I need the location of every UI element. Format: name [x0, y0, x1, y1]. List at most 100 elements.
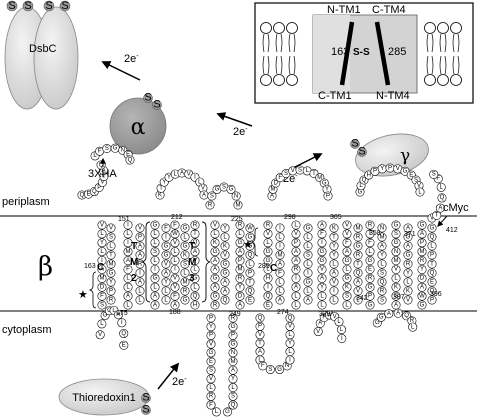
residue-letter: P — [238, 258, 242, 264]
residue-letter: Q — [223, 297, 228, 303]
dsbc-sulfur-3-label: S — [45, 0, 52, 12]
residue-letter: A — [101, 168, 105, 174]
residue-letter: G — [345, 276, 350, 282]
residue-letter: T — [258, 341, 262, 347]
residue — [417, 229, 427, 239]
star-tm1: ★ — [78, 289, 88, 301]
residue-letter: N — [121, 148, 125, 154]
residue-letter: A — [238, 249, 242, 255]
residue — [180, 277, 190, 287]
residue-letter: A — [278, 261, 282, 267]
residue-letter: T — [312, 171, 316, 177]
star-tm4: ★ — [243, 239, 253, 251]
residue-letter: G — [238, 240, 243, 246]
residue-letter: R — [266, 222, 271, 228]
residue — [117, 318, 127, 328]
residue — [150, 282, 160, 292]
inset-tm1-helix — [339, 21, 355, 86]
residue-letter: L — [193, 285, 197, 291]
residue — [437, 193, 447, 203]
tm2-brace — [141, 221, 151, 303]
residue-letter: F — [173, 222, 177, 228]
lipid-head — [273, 74, 285, 86]
residue-letter: V — [173, 285, 177, 291]
residue — [391, 291, 401, 301]
lipid-head — [260, 74, 272, 86]
residue — [106, 277, 116, 287]
inset-n-tm4: N-TM4 — [376, 90, 410, 102]
residue-letter: G — [213, 276, 218, 282]
residue-letter: P — [209, 333, 213, 339]
residue — [303, 223, 313, 233]
residue-letter: L — [340, 327, 344, 333]
residue — [106, 241, 116, 251]
residue-letter: V — [332, 279, 336, 285]
residue — [365, 291, 375, 301]
residue — [417, 256, 427, 266]
alpha-sulfur-2-label: S — [153, 99, 160, 111]
residue — [317, 220, 327, 230]
residue — [427, 286, 437, 296]
residue — [220, 295, 230, 305]
dsbc-sulfur-1 — [6, 0, 18, 12]
residue-letter: V — [213, 222, 217, 228]
residue — [206, 391, 216, 401]
gamma-label: γ — [400, 146, 410, 166]
residue-letter: M — [270, 187, 275, 193]
residue — [353, 295, 363, 305]
dsbc-sulfur-1-label: S — [8, 0, 15, 12]
residue — [135, 223, 145, 233]
svg-text:3: 3 — [189, 273, 195, 284]
residue — [263, 273, 273, 283]
residue-letter: P — [258, 324, 262, 330]
residue — [342, 229, 352, 239]
residue — [228, 391, 238, 401]
residue — [123, 238, 133, 248]
residue — [228, 383, 238, 393]
residue-letter: N — [394, 249, 398, 255]
residue-letter: L — [138, 297, 142, 303]
residue-letter: G — [406, 234, 411, 240]
residue-letter: A — [173, 302, 177, 308]
residue-letter: M — [100, 276, 105, 282]
dsbc-sulfur-4-label: S — [61, 0, 68, 12]
residue-letter: L — [306, 168, 310, 174]
residue-letter: G — [229, 187, 234, 193]
residue-letter: I — [101, 258, 103, 264]
residue-letter: A — [394, 302, 398, 308]
residue — [415, 187, 425, 197]
residue-letter: G — [113, 145, 118, 151]
residue-letter: Q — [380, 279, 385, 285]
residue — [417, 291, 427, 301]
residue-letter: W — [247, 225, 253, 231]
residue — [393, 308, 403, 318]
residue-letter: T — [430, 261, 434, 267]
residue-letter: F — [261, 363, 265, 369]
residue — [123, 300, 133, 310]
residue-letter: G — [379, 315, 384, 321]
residue-letter: Y — [100, 240, 104, 246]
residue-letter: G — [223, 261, 228, 267]
residue-letter: A — [320, 276, 324, 282]
resnum-225: 225 — [231, 216, 243, 223]
residue — [263, 220, 273, 230]
residue-letter: G — [183, 225, 188, 231]
resnum-249: 249 — [229, 311, 241, 318]
residue — [403, 268, 413, 278]
residue-letter: I — [341, 336, 343, 342]
residue-letter: A — [231, 368, 235, 374]
resnum-412: 412 — [446, 227, 458, 234]
residue — [106, 223, 116, 233]
residue-letter: F — [209, 402, 213, 408]
residue — [245, 250, 255, 260]
residue-letter: R — [356, 234, 361, 240]
residue-letter: Y — [223, 225, 227, 231]
residue — [97, 282, 107, 292]
residue-letter: G — [153, 222, 158, 228]
residue-letter: A — [320, 222, 324, 228]
resnum-285: 285 — [258, 263, 270, 270]
residue-letter: G — [193, 276, 198, 282]
residue — [275, 277, 285, 287]
residue-letter: N — [380, 225, 384, 231]
residue-letter: F — [100, 293, 104, 299]
